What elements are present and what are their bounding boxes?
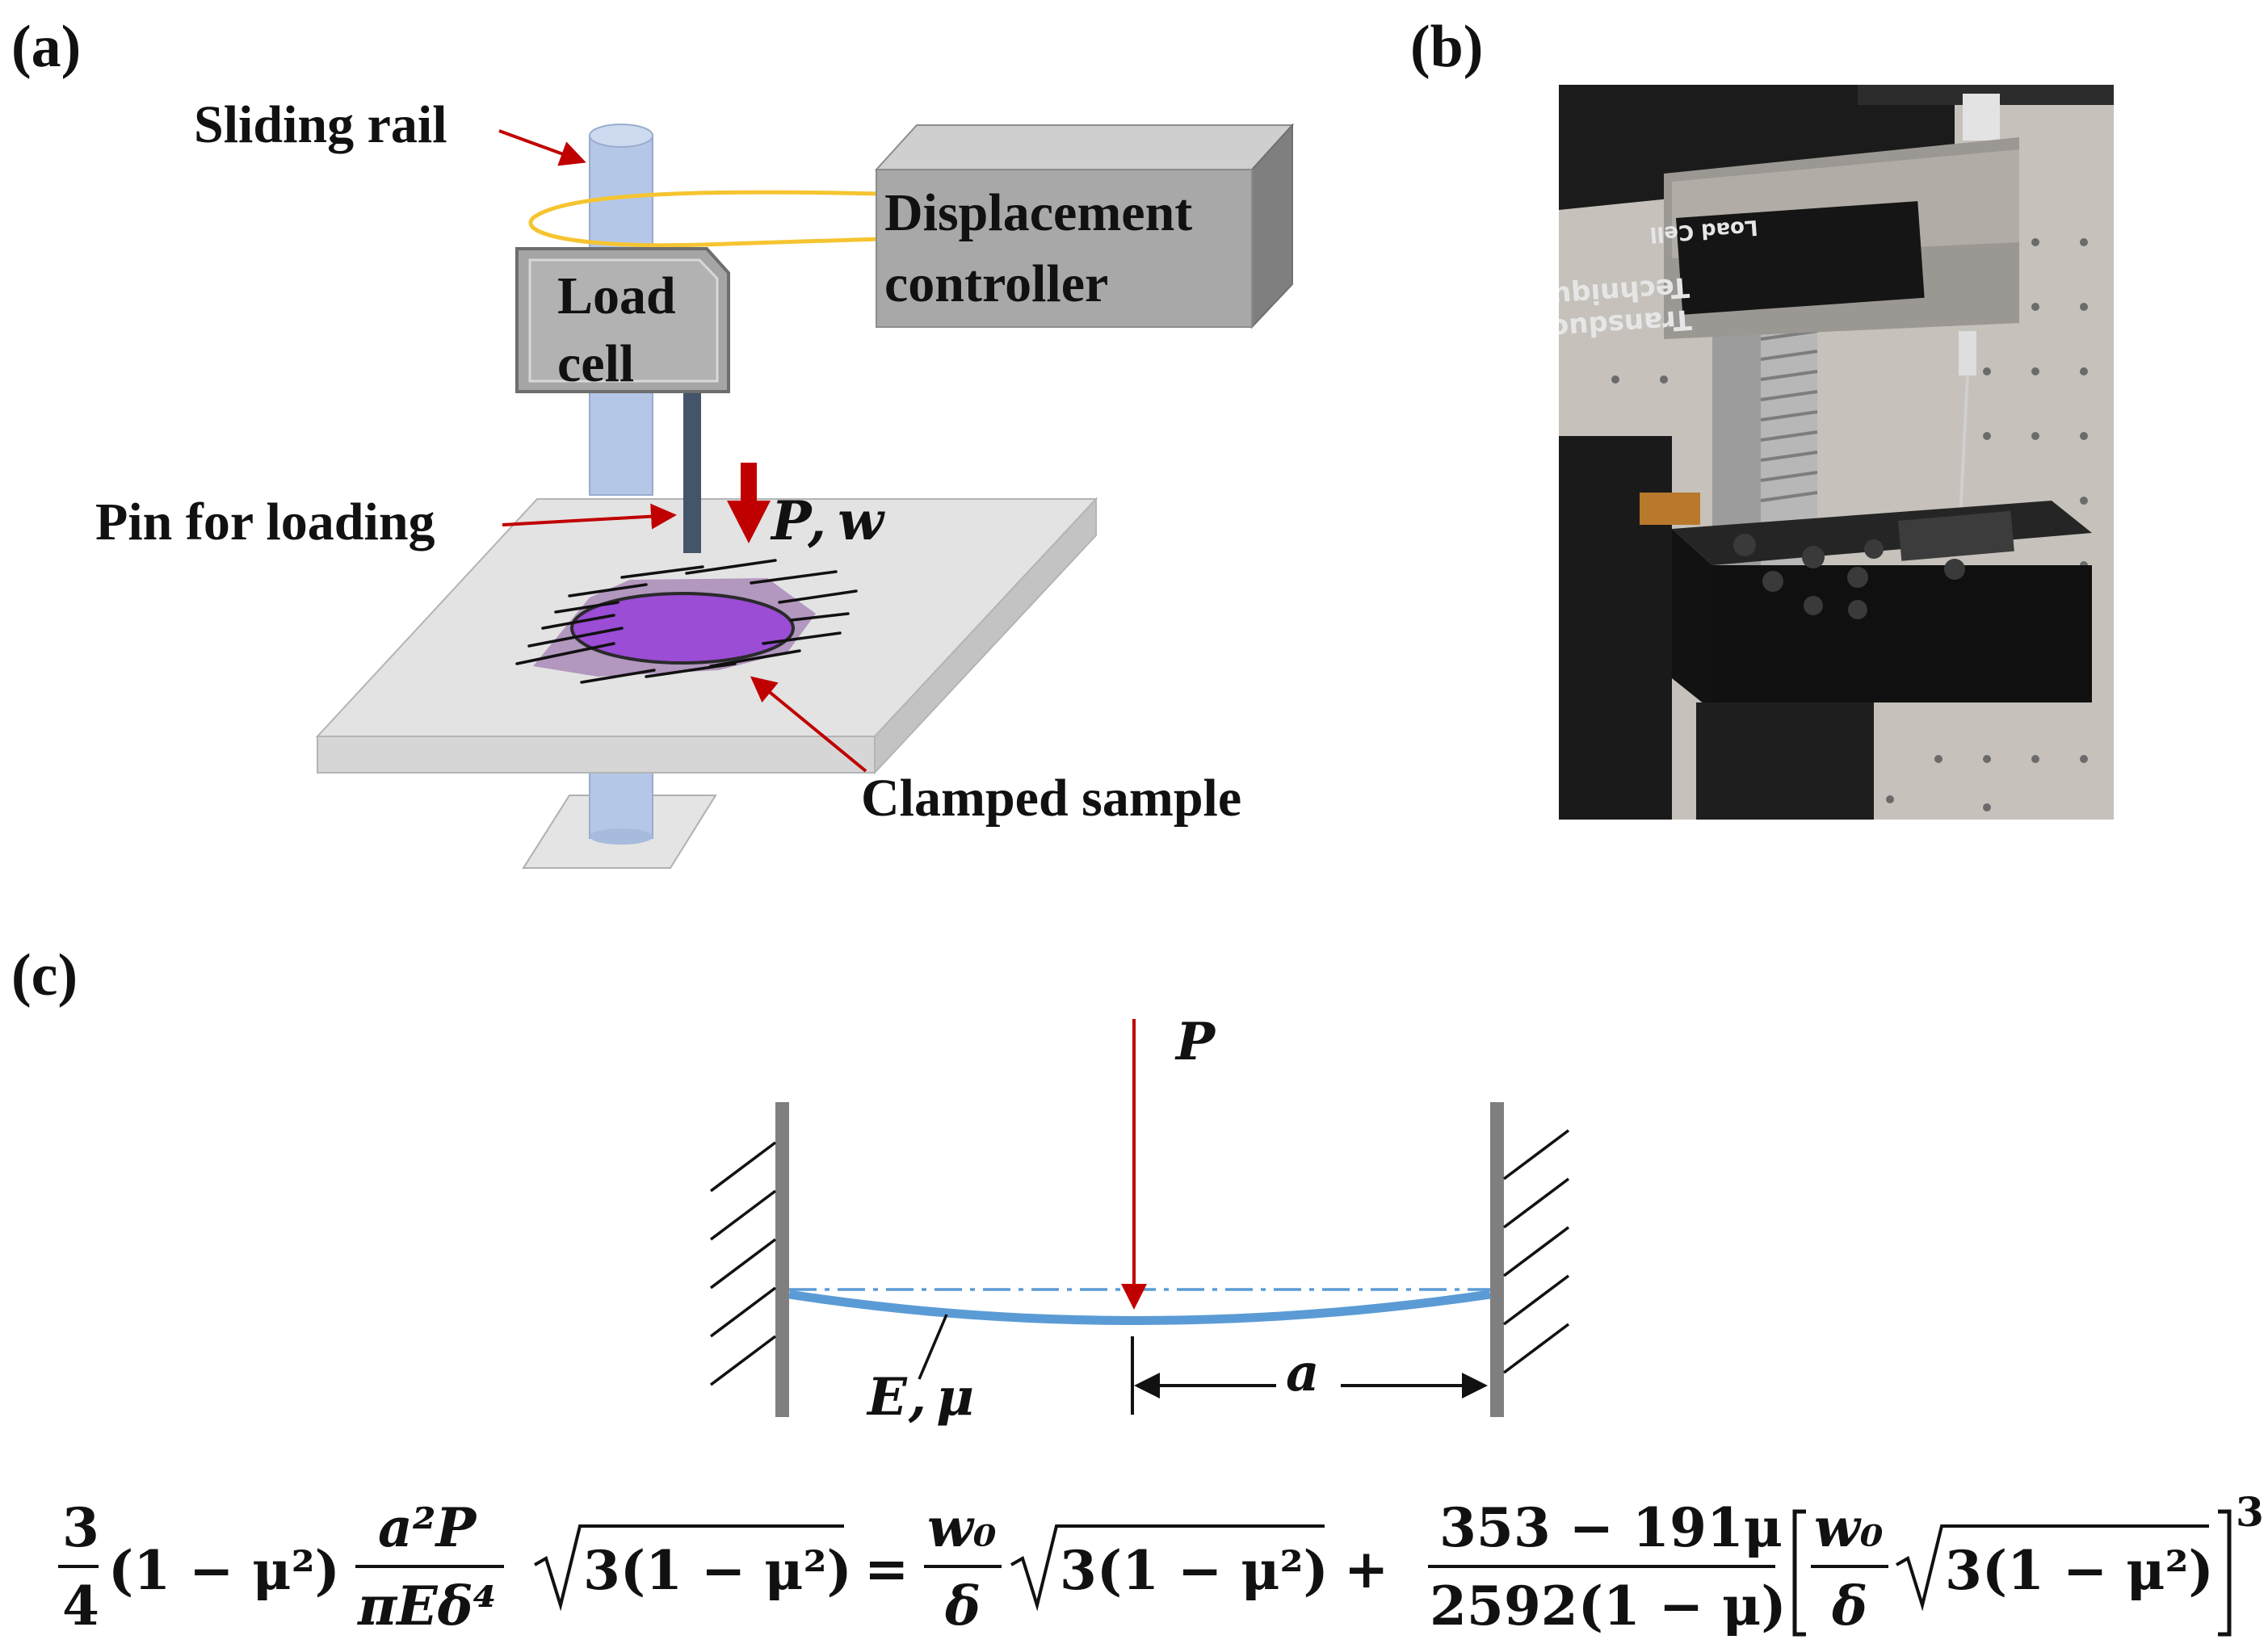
force-arrow-shaft bbox=[741, 463, 757, 503]
clamped-label: Clamped sample bbox=[861, 769, 1241, 828]
sliding-rail-label: Sliding rail bbox=[194, 95, 447, 154]
panel-a-label: (a) bbox=[11, 14, 81, 80]
controller-label-line2: controller bbox=[884, 254, 1108, 313]
pin-arrow bbox=[502, 503, 677, 530]
eq-plus: + bbox=[1344, 1537, 1388, 1600]
force-arrow-head bbox=[727, 501, 771, 543]
eq-t1-sqrt: 3(1 − μ²) bbox=[583, 1539, 852, 1602]
wall-left bbox=[775, 1102, 789, 1417]
eq-t3-den: 2592(1 − μ) bbox=[1430, 1575, 1787, 1638]
eq-t2-num: w₀ bbox=[927, 1496, 997, 1559]
governing-equation: 3 4 (1 − μ²) a²P πEδ⁴ 3(1 − μ²) = w₀ δ 3… bbox=[58, 1488, 2264, 1638]
eq-t1-frac-den: πEδ⁴ bbox=[356, 1575, 497, 1638]
eq-t2-sqrt: 3(1 − μ²) bbox=[1060, 1539, 1329, 1602]
plate-side bbox=[874, 497, 1097, 775]
panel-b: (b) bbox=[1410, 14, 2114, 820]
eq-t3-in-sqrt: 3(1 − μ²) bbox=[1945, 1539, 2214, 1602]
panel-c: (c) P E,μ a bbox=[11, 942, 1570, 1428]
eq-bracket-right bbox=[2218, 1509, 2232, 1637]
load-cell-label-line2: cell bbox=[557, 334, 634, 393]
wall-right bbox=[1490, 1102, 1504, 1417]
eq-equals: = bbox=[864, 1537, 909, 1600]
load-cell-panel bbox=[528, 258, 719, 383]
eq-t2-den: δ bbox=[944, 1575, 981, 1638]
panel-c-label: (c) bbox=[11, 942, 78, 1009]
sliding-rail-arrow bbox=[498, 129, 586, 166]
eq-t1-paren: (1 − μ²) bbox=[108, 1539, 340, 1602]
eq-t1-frac-num: a²P bbox=[378, 1496, 478, 1559]
controller-box-top bbox=[874, 124, 1295, 170]
point-load-label: P bbox=[1174, 1012, 1216, 1072]
deflected-membrane bbox=[788, 1289, 1491, 1325]
panel-a: (a) bbox=[11, 14, 1295, 869]
controller-box bbox=[876, 169, 1253, 328]
plate-front bbox=[317, 736, 876, 774]
sample-membrane bbox=[570, 592, 795, 665]
eq-t3-in-num: w₀ bbox=[1814, 1496, 1884, 1559]
controller-label-line1: Displacement bbox=[884, 183, 1192, 242]
clamp-hatching bbox=[515, 559, 858, 684]
wall-left-hatching bbox=[709, 1141, 777, 1386]
load-cell-label-line1: Load bbox=[557, 266, 676, 325]
rail-lower-end bbox=[590, 828, 653, 845]
setup-photo: Transducer Techniques Load Cell bbox=[1559, 85, 2114, 820]
eq-t3-radical bbox=[1896, 1524, 2209, 1612]
wall-right-hatching bbox=[1502, 1129, 1570, 1374]
clamped-arrow bbox=[750, 676, 867, 773]
sliding-rail-top bbox=[589, 124, 653, 148]
eq-t1-radical bbox=[534, 1524, 844, 1612]
signal-wire bbox=[528, 190, 881, 248]
material-leader bbox=[918, 1314, 948, 1380]
panel-b-label: (b) bbox=[1410, 14, 1483, 80]
eq-t1-num: 3 bbox=[62, 1496, 99, 1559]
eq-t3-in-den: δ bbox=[1831, 1575, 1867, 1638]
eq-t2-radical bbox=[1010, 1524, 1325, 1612]
radius-label: a bbox=[1286, 1343, 1319, 1403]
eq-exponent: 3 bbox=[2236, 1488, 2264, 1536]
eq-t1-den: 4 bbox=[62, 1575, 99, 1638]
material-label: E,μ bbox=[866, 1367, 974, 1428]
eq-bracket-left bbox=[1792, 1509, 1806, 1637]
pin-label: Pin for loading bbox=[95, 493, 435, 551]
eq-t3-num: 353 − 191μ bbox=[1439, 1496, 1783, 1559]
loading-pin bbox=[683, 393, 701, 553]
